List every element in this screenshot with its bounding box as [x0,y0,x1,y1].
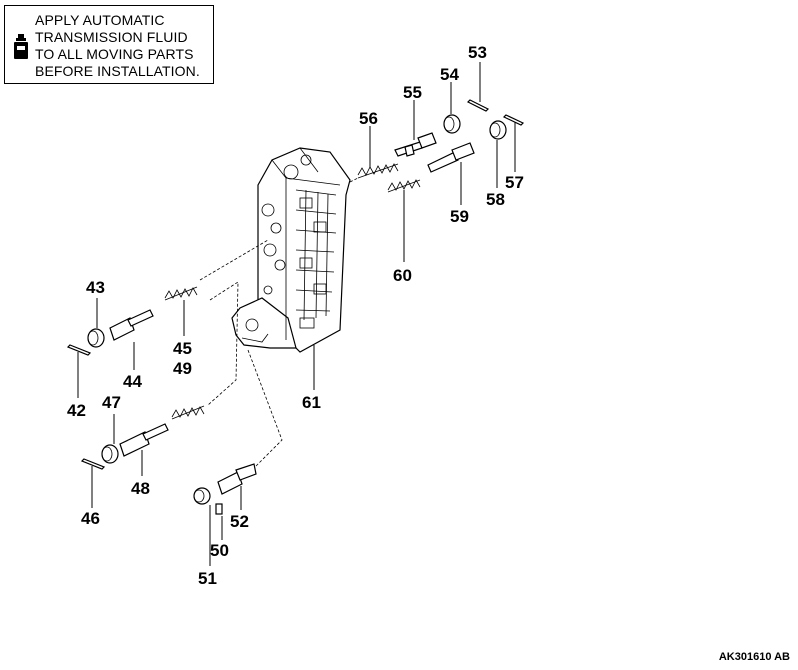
callout-53: 53 [468,43,487,62]
callout-51: 51 [198,569,217,588]
alignment-line-upper-right [349,177,359,183]
callout-49: 49 [173,359,192,378]
valve-52 [217,463,257,495]
callout-47: 47 [102,393,121,412]
alignment-line-mid [207,281,239,406]
callout-52: 52 [230,512,249,531]
callout-43: 43 [86,278,105,297]
callout-54: 54 [440,65,459,84]
valve-44 [109,309,154,341]
callout-56: 56 [359,109,378,128]
plug-43 [87,328,105,348]
callout-44: 44 [123,372,142,391]
note-line-3: TO ALL MOVING PARTS [35,46,194,62]
pin-46 [80,458,106,470]
callout-57: 57 [505,173,524,192]
callout-61: 61 [302,393,321,412]
callout-60: 60 [393,266,412,285]
callout-42: 42 [67,401,86,420]
spring-56 [357,163,399,179]
spring-45 [164,286,198,301]
leader-lines [77,62,516,566]
retainer-50 [215,503,223,515]
pin-53 [466,99,490,112]
valve-body [231,147,351,353]
plug-54 [443,114,461,134]
note-line-4: BEFORE INSTALLATION. [35,63,200,79]
note-line-1: APPLY AUTOMATIC [35,12,165,28]
plug-47 [101,444,119,464]
callout-45: 45 [173,339,192,358]
plug-51 [193,487,211,505]
fluid-bottle-icon [14,34,28,59]
callout-48: 48 [131,479,150,498]
spring-60 [387,179,421,193]
valve-55 [394,132,437,157]
callout-55: 55 [403,83,422,102]
plug-58 [489,120,507,140]
assembly-note-box: APPLY AUTOMATIC TRANSMISSION FLUID TO AL… [4,5,214,84]
assembly-note-text: APPLY AUTOMATIC TRANSMISSION FLUID TO AL… [35,12,200,80]
figure-id: AK301610 AB [718,651,790,663]
note-line-2: TRANSMISSION FLUID [35,29,188,45]
callout-50: 50 [210,541,229,560]
alignment-line-lower [247,349,283,467]
valve-59 [427,142,475,173]
pin-57 [502,114,525,126]
alignment-line-upper [199,239,269,281]
callout-58: 58 [486,190,505,209]
callout-46: 46 [81,509,100,528]
valve-48 [119,423,169,457]
callout-59: 59 [450,207,469,226]
pin-42 [66,344,92,356]
spring-49 [171,405,205,420]
